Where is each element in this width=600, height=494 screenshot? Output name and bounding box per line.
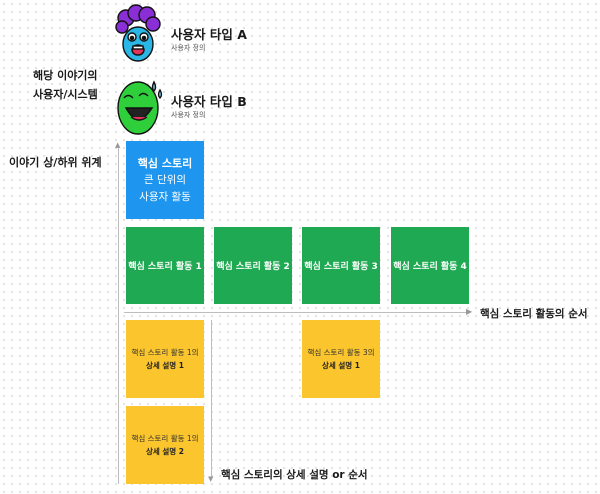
core-story-title: 핵심 스토리 (137, 156, 193, 170)
detail-card-1-line2: 상세 설명 1 (145, 361, 185, 370)
activity-card-2-label: 핵심 스토리 활동 2 (216, 262, 290, 272)
detail-card-1: 핵심 스토리 활동 1의 상세 설명 1 (126, 320, 204, 398)
system-label-line2: 사용자/시스템 (33, 88, 98, 101)
core-story-line3: 사용자 활동 (139, 190, 191, 203)
detail-card-3-line1: 핵심 스토리 활동 1의 (131, 434, 199, 443)
persona-b-title: 사용자 타입 B (171, 94, 247, 109)
core-story-card: 핵심 스토리 큰 단위의 사용자 활동 (126, 141, 204, 219)
activity-card-3-label: 핵심 스토리 활동 3 (304, 262, 378, 272)
detail-card-2: 핵심 스토리 활동 3의 상세 설명 1 (302, 320, 380, 398)
persona-a-subtitle: 사용자 정의 (171, 44, 206, 52)
hierarchy-axis-arrow-icon: ▲ (115, 141, 121, 149)
detail-card-1-line1: 핵심 스토리 활동 1의 (131, 348, 199, 357)
activity-order-axis-arrow-icon: ▶ (466, 307, 473, 316)
hierarchy-axis-line (118, 148, 119, 484)
green-laughing-face-avatar (108, 72, 168, 140)
detail-card-3-line2: 상세 설명 2 (145, 447, 185, 456)
activity-card-1-label: 핵심 스토리 활동 1 (128, 262, 202, 272)
detail-card-2-line2: 상세 설명 1 (321, 361, 361, 370)
detail-order-axis-line (211, 320, 212, 478)
detail-card-3: 핵심 스토리 활동 1의 상세 설명 2 (126, 406, 204, 484)
purple-hair-blue-face-avatar (110, 4, 166, 64)
detail-order-axis-arrow-icon: ▼ (208, 475, 214, 483)
activity-order-axis-label: 핵심 스토리 활동의 순서 (480, 308, 588, 320)
activity-card-4-label: 핵심 스토리 활동 4 (393, 262, 467, 272)
persona-a-title: 사용자 타입 A (171, 27, 247, 42)
activity-card-4: 핵심 스토리 활동 4 (391, 227, 469, 304)
hierarchy-label: 이야기 상/하위 위계 (9, 156, 102, 169)
activity-order-axis-line (124, 312, 470, 313)
activity-card-1: 핵심 스토리 활동 1 (126, 227, 204, 304)
system-label-line1: 해당 이야기의 (33, 69, 98, 82)
detail-card-2-line1: 핵심 스토리 활동 3의 (307, 348, 375, 357)
system-label: 해당 이야기의 사용자/시스템 (33, 66, 98, 104)
core-story-line2: 큰 단위의 (144, 173, 186, 186)
detail-order-axis-label: 핵심 스토리의 상세 설명 or 순서 (221, 469, 368, 481)
persona-b-subtitle: 사용자 정의 (171, 111, 206, 119)
activity-card-3: 핵심 스토리 활동 3 (302, 227, 380, 304)
activity-card-2: 핵심 스토리 활동 2 (214, 227, 292, 304)
